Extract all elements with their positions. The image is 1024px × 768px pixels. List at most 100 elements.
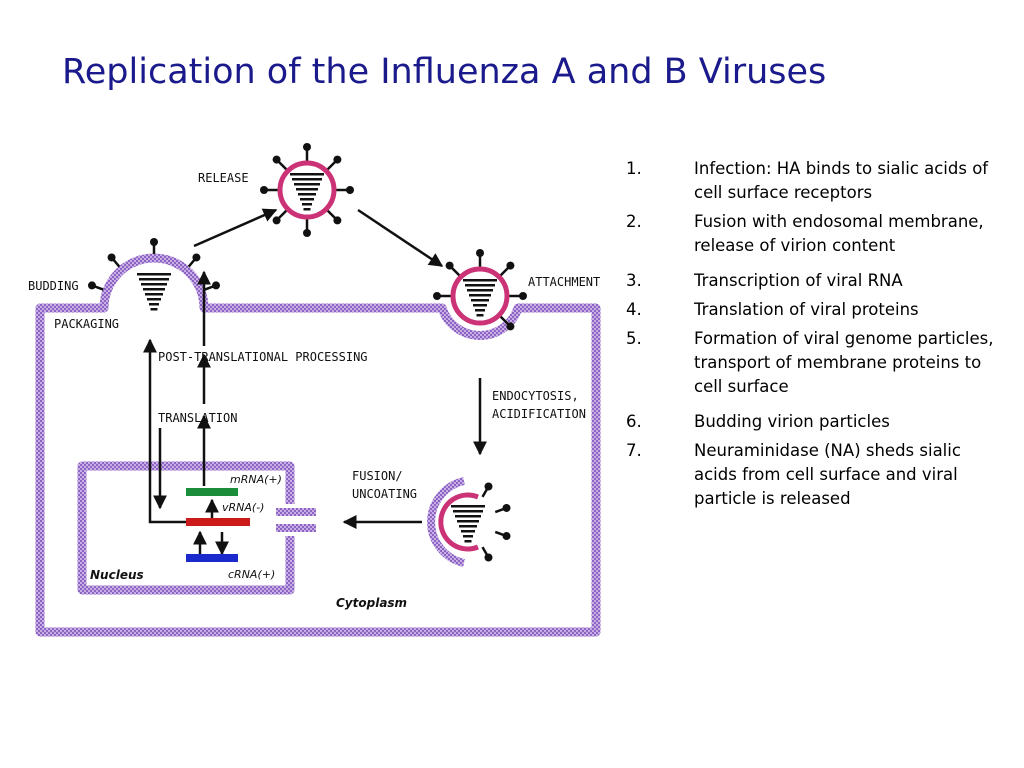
rna-segment bbox=[463, 535, 473, 538]
spike-head bbox=[333, 216, 342, 225]
label-nucleus: Nucleus bbox=[90, 568, 144, 582]
spike-head bbox=[260, 186, 268, 194]
rna-segment bbox=[147, 298, 161, 301]
virion-uncoating bbox=[427, 477, 511, 567]
label-fusion: FUSION/ bbox=[352, 469, 403, 483]
spike-head bbox=[433, 292, 441, 300]
rna-segment bbox=[139, 278, 169, 281]
label-vrna: vRNA(-) bbox=[222, 501, 264, 514]
rna-segment bbox=[143, 288, 165, 291]
rna-segment bbox=[471, 299, 489, 302]
spike-head bbox=[192, 253, 201, 262]
virion-release bbox=[260, 143, 354, 237]
spike-head bbox=[303, 143, 311, 151]
step-item: 3. Transcription of viral RNA bbox=[626, 269, 1006, 293]
spike-head bbox=[107, 253, 116, 262]
replication-diagram: RELEASE BUDDING ATTACHMENT PACKAGING POS… bbox=[28, 143, 601, 637]
spike-head bbox=[506, 322, 515, 331]
budding-spikes bbox=[87, 238, 221, 291]
rna-segment bbox=[294, 183, 320, 186]
rna-segment bbox=[302, 203, 312, 206]
label-packaging: PACKAGING bbox=[54, 317, 119, 331]
rna-segment bbox=[455, 515, 481, 518]
spike-head bbox=[484, 553, 493, 562]
step-item: 1.Infection: HA binds to sialic acids of… bbox=[626, 157, 1006, 205]
rna-segment bbox=[473, 304, 487, 307]
label-budding: BUDDING bbox=[28, 279, 79, 293]
step-text: Budding virion particles bbox=[694, 412, 890, 431]
label-mrna: mRNA(+) bbox=[230, 473, 282, 486]
vrna-bar bbox=[186, 518, 250, 526]
nucleus-membrane bbox=[77, 461, 295, 595]
spike-head bbox=[445, 261, 454, 270]
step-text: Transcription of viral RNA bbox=[694, 271, 903, 290]
rna-segment bbox=[467, 289, 493, 292]
spike-head bbox=[87, 281, 96, 290]
spike-head bbox=[484, 482, 493, 491]
rna-segment bbox=[303, 208, 311, 211]
rna-segment bbox=[290, 173, 324, 176]
spike-head bbox=[346, 186, 354, 194]
step-text: Translation of viral proteins bbox=[694, 300, 919, 319]
step-item: 7.Neuraminidase (NA) sheds sialic acids … bbox=[626, 439, 1006, 511]
rna-segment bbox=[149, 303, 159, 306]
rna-segment bbox=[150, 308, 158, 311]
replication-steps-list: 1.Infection: HA binds to sialic acids of… bbox=[626, 157, 1006, 516]
rna-segment bbox=[464, 540, 472, 543]
spike-head bbox=[506, 261, 515, 270]
rna-segment bbox=[453, 510, 483, 513]
step-number: 3. bbox=[626, 271, 642, 290]
rna-segment bbox=[145, 293, 163, 296]
rna-segment bbox=[465, 284, 495, 287]
rna-segment bbox=[292, 178, 322, 181]
virion-attachment bbox=[433, 249, 527, 331]
rna-segment bbox=[296, 188, 318, 191]
step-text: Formation of viral genome particles, tra… bbox=[694, 329, 994, 396]
rna-segment bbox=[459, 525, 477, 528]
step-text: Neuraminidase (NA) sheds sialic acids fr… bbox=[694, 441, 961, 508]
step-number: 1. bbox=[626, 159, 642, 178]
step-number: 6. bbox=[626, 412, 642, 431]
label-crna: cRNA(+) bbox=[228, 568, 275, 581]
spike-head bbox=[212, 281, 221, 290]
step-item: 6. Budding virion particles bbox=[626, 410, 1006, 434]
spike-head bbox=[272, 216, 281, 225]
spike-head bbox=[333, 155, 342, 164]
spike-head bbox=[519, 292, 527, 300]
rna-segment bbox=[463, 279, 497, 282]
label-attachment: ATTACHMENT bbox=[528, 275, 600, 289]
step-item: 2.Fusion with endosomal membrane, releas… bbox=[626, 210, 1006, 264]
slide-title: Replication of the Influenza A and B Vir… bbox=[62, 52, 827, 92]
rna-segment bbox=[141, 283, 167, 286]
spike-head bbox=[272, 155, 281, 164]
arrow-vrna-export bbox=[143, 338, 186, 524]
virion-budding bbox=[137, 273, 171, 311]
label-acidification: ACIDIFICATION bbox=[492, 407, 586, 421]
rna-segment bbox=[300, 198, 314, 201]
rna-segment bbox=[475, 309, 485, 312]
step-number: 5. bbox=[626, 329, 642, 348]
nuclear-pore bbox=[276, 508, 316, 532]
rna-segment bbox=[137, 273, 171, 276]
rna-segment bbox=[476, 314, 484, 317]
crna-bar bbox=[186, 554, 238, 562]
arrow-release-to-attachment bbox=[357, 208, 444, 268]
rna-segment bbox=[451, 505, 485, 508]
step-number: 4. bbox=[626, 300, 642, 319]
spike-head bbox=[476, 249, 484, 257]
spike-head bbox=[150, 238, 158, 246]
label-uncoating: UNCOATING bbox=[352, 487, 417, 501]
mrna-bar bbox=[186, 488, 238, 496]
spike-head bbox=[502, 532, 511, 541]
step-number: 2. bbox=[626, 212, 642, 231]
label-post-translational: POST-TRANSLATIONAL PROCESSING bbox=[158, 350, 368, 364]
label-cytoplasm: Cytoplasm bbox=[336, 596, 407, 610]
rna-segment bbox=[461, 530, 475, 533]
step-item: 4. Translation of viral proteins bbox=[626, 298, 1006, 322]
rna-segment bbox=[457, 520, 479, 523]
spike-head bbox=[303, 229, 311, 237]
arrow-budding-to-release bbox=[193, 208, 278, 248]
rna-segment bbox=[298, 193, 316, 196]
spike-head bbox=[502, 503, 511, 512]
step-item: 5. Formation of viral genome particles, t… bbox=[626, 327, 1006, 405]
